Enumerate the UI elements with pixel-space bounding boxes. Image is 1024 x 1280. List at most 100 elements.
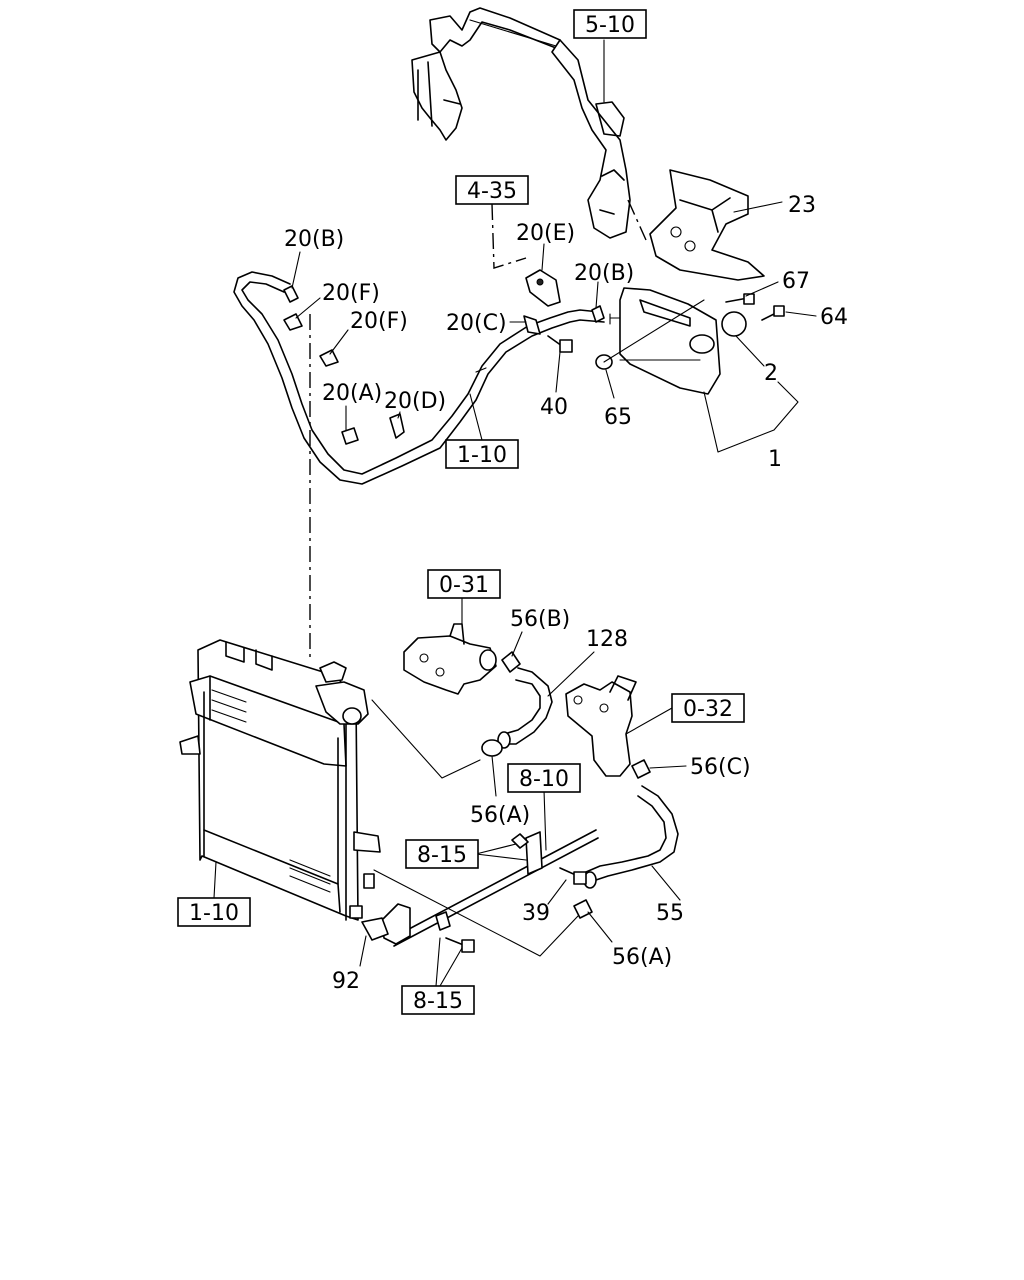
leader-56b <box>511 631 523 657</box>
leader-56c <box>649 765 687 769</box>
svg-text:1-10: 1-10 <box>189 901 239 926</box>
svg-text:8-10: 8-10 <box>519 767 569 792</box>
svg-text:5-10: 5-10 <box>585 13 635 38</box>
clip-20b-left <box>283 285 299 303</box>
label-20a: 20(A) <box>322 381 382 406</box>
leader-56a-low <box>587 911 613 943</box>
ref-8-15-a: 8-15 <box>405 839 479 869</box>
label-92: 92 <box>332 969 360 994</box>
bracket-dash <box>627 199 647 241</box>
leader-20b-right <box>595 281 599 309</box>
clip-20e <box>525 269 561 307</box>
label-1: 1 <box>768 447 782 472</box>
radiator-cap <box>315 661 369 725</box>
bolt-39 <box>559 867 587 885</box>
leader-1-10-lower <box>213 861 217 899</box>
label-56a-low: 56(A) <box>612 945 672 970</box>
clip-20f-lower <box>319 349 339 367</box>
label-56a-mid: 56(A) <box>470 803 530 828</box>
leader-40 <box>555 351 561 393</box>
label-20b-right: 20(B) <box>574 261 634 286</box>
clip-20b-right <box>591 305 605 323</box>
ref-0-32: 0-32 <box>671 693 745 723</box>
svg-text:1-10: 1-10 <box>457 443 507 468</box>
leader-92 <box>359 935 367 967</box>
leader-20f-b <box>329 329 349 355</box>
leader-20b-left <box>291 251 301 289</box>
label-20f-a: 20(F) <box>322 281 380 306</box>
clamp-56a-low <box>573 899 593 919</box>
bracket-1 <box>703 381 799 453</box>
leader-8-15-b <box>435 937 463 987</box>
leader-20e <box>541 243 545 271</box>
clamp-56c <box>631 759 651 779</box>
clip-20d <box>389 413 405 439</box>
ref-8-10: 8-10 <box>507 763 581 793</box>
clamp-56b <box>501 651 521 673</box>
leader-20f-a <box>295 297 321 319</box>
label-2: 2 <box>764 361 778 386</box>
radiator-inlet-link <box>371 699 481 779</box>
leader-1-10-upper <box>469 393 483 441</box>
upper-bracket <box>411 7 631 239</box>
leader-56a-mid <box>491 755 497 797</box>
radiator <box>179 639 381 921</box>
radiator-outlet-link <box>373 869 579 957</box>
clamp-56a-mid <box>481 739 503 757</box>
label-67: 67 <box>782 269 810 294</box>
thermostat-housing <box>403 623 497 695</box>
reservoir-tank <box>609 287 747 395</box>
ref-0-31: 0-31 <box>427 569 501 599</box>
bolt-40 <box>547 335 573 353</box>
leader-67 <box>745 281 779 297</box>
leader-8-15-a <box>475 843 527 861</box>
clip-20c <box>523 315 541 335</box>
nut-8-15-top <box>511 833 529 849</box>
label-20d: 20(D) <box>384 389 446 414</box>
ref-5-10: 5-10 <box>573 9 647 39</box>
ref-8-15-b: 8-15 <box>401 985 475 1015</box>
tank-bracket <box>649 169 765 281</box>
ref-1-10-upper: 1-10 <box>445 439 519 469</box>
ref-4-35: 4-35 <box>455 175 529 205</box>
label-39: 39 <box>522 901 550 926</box>
leader-55 <box>651 865 681 901</box>
ref-1-10-lower: 1-10 <box>177 897 251 927</box>
line-4-35 <box>491 203 527 269</box>
label-20f-b: 20(F) <box>350 309 408 334</box>
leader-23 <box>733 201 783 213</box>
water-outlet-0-32 <box>565 675 637 777</box>
label-128: 128 <box>586 627 628 652</box>
bolt-67 <box>725 293 755 305</box>
svg-text:8-15: 8-15 <box>417 843 467 868</box>
leader-2 <box>735 335 765 367</box>
leader-0-32 <box>625 707 673 735</box>
hose-support-bracket <box>361 829 599 947</box>
label-20e: 20(E) <box>516 221 575 246</box>
svg-text:4-35: 4-35 <box>467 179 517 204</box>
svg-text:0-32: 0-32 <box>683 697 733 722</box>
label-56c: 56(C) <box>690 755 751 780</box>
bolt-64 <box>761 305 785 321</box>
leader-64 <box>785 311 817 317</box>
label-40: 40 <box>540 395 568 420</box>
leader-39 <box>547 879 567 905</box>
lower-radiator-hose-55 <box>583 785 679 889</box>
upper-radiator-hose-128 <box>497 667 553 749</box>
label-64: 64 <box>820 305 848 330</box>
svg-text:0-31: 0-31 <box>439 573 489 598</box>
svg-text:8-15: 8-15 <box>413 989 463 1014</box>
clip-20f-upper <box>283 313 303 331</box>
leader-128 <box>547 651 595 697</box>
leader-8-10 <box>543 789 547 851</box>
clip-20a <box>341 427 359 445</box>
label-55: 55 <box>656 901 684 926</box>
nut-65 <box>595 299 705 399</box>
leader-20d <box>397 411 401 419</box>
label-20c: 20(C) <box>446 311 507 336</box>
label-23: 23 <box>788 193 816 218</box>
label-56b: 56(B) <box>510 607 570 632</box>
label-20b-left: 20(B) <box>284 227 344 252</box>
label-65: 65 <box>604 405 632 430</box>
